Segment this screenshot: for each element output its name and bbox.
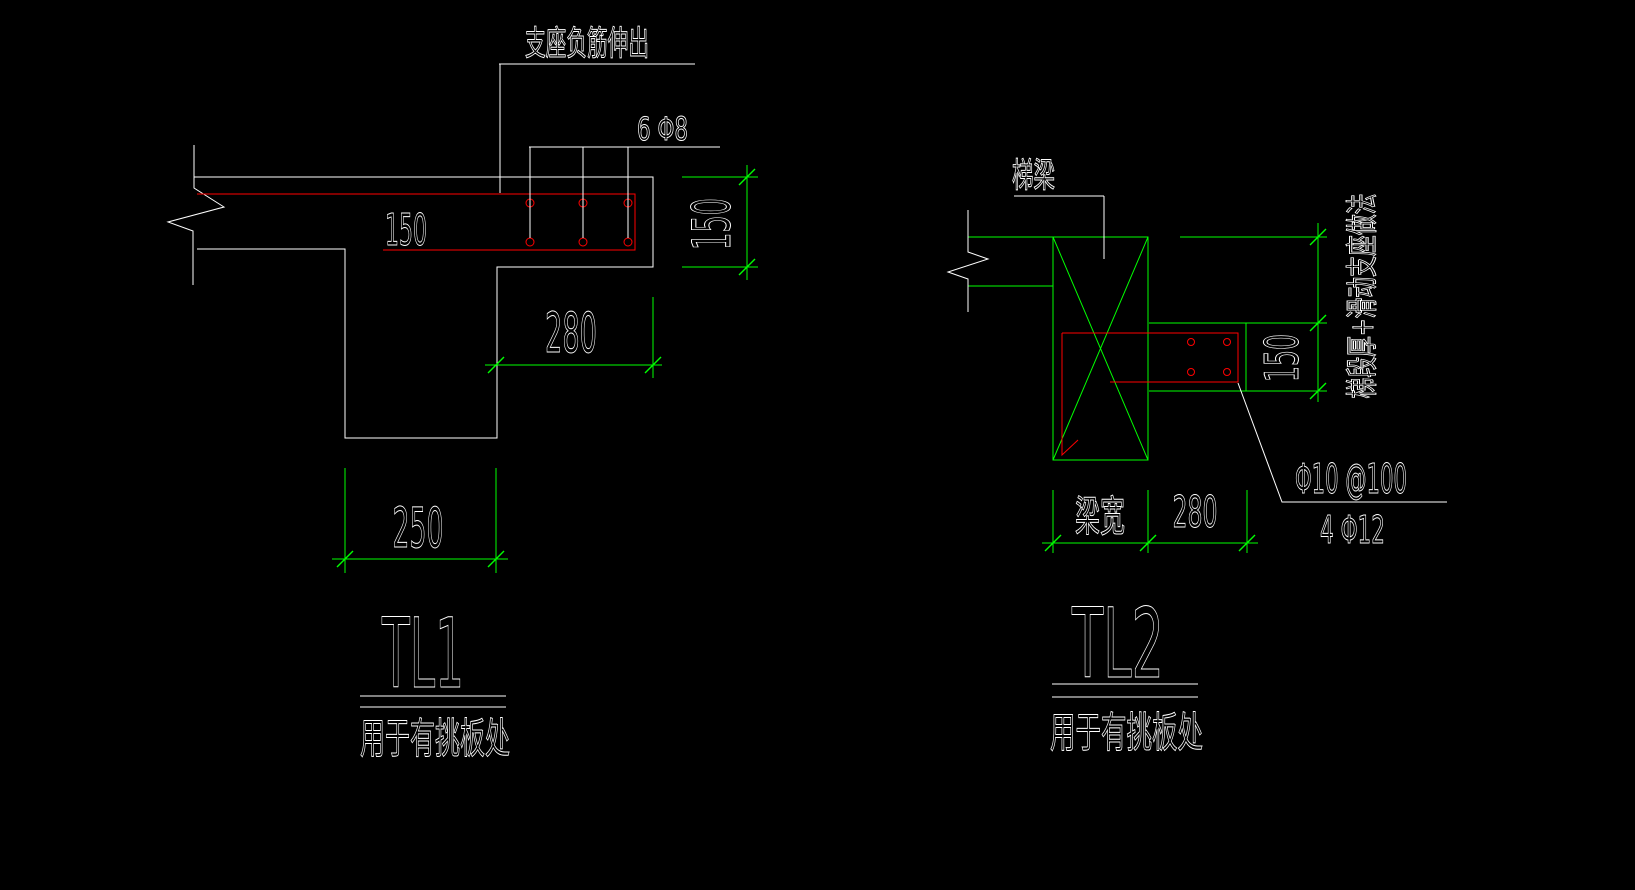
tl1-title-block: TL1 用于有挑板处: [360, 598, 511, 764]
tl1-beam-width-dim-label: 250: [393, 496, 444, 560]
tl2-break-line: [946, 210, 990, 312]
tl1-detail: 支座负筋伸出 6 Φ8 150 150 280 250 TL1 用于有挑板处: [166, 24, 758, 764]
dim-tick: [644, 356, 662, 374]
tl2-beam-width-text: 梁宽: [1075, 492, 1125, 541]
dim-tick: [1309, 228, 1327, 246]
dim-tick: [738, 258, 756, 276]
tl1-leaders: [499, 63, 720, 238]
tl2-beam-callout-leader: [1014, 195, 1105, 259]
tl1-top-callout-label: 支座负筋伸出: [525, 24, 649, 64]
dim-tick: [1044, 534, 1062, 552]
tl2-rebar-dot: [1223, 368, 1231, 376]
tl1-overhang-dim-label: 280: [545, 301, 597, 365]
tl1-edge-depth-dim-label: 150: [682, 198, 743, 250]
tl1-rebar-dot: [578, 237, 588, 247]
dim-tick: [738, 168, 756, 186]
tl2-subtitle: 用于有挑板处: [1050, 708, 1203, 757]
tl2-width-dimension: [1042, 490, 1258, 553]
dim-tick: [1238, 534, 1256, 552]
tl2-title: TL2: [1071, 588, 1164, 700]
tl2-rebar: [1061, 332, 1239, 457]
dim-tick: [1309, 314, 1327, 332]
tl2-title-block: TL2 用于有挑板处: [1050, 588, 1204, 758]
tl1-top-bars-label: 6 Φ8: [637, 110, 688, 148]
tl2-beam-geometry: [968, 223, 1327, 461]
tl2-width-dim-label: 280: [1173, 487, 1218, 538]
tl2-side-note: 梯段厚+滑动支座做法: [1343, 194, 1381, 399]
tl1-subtitle: 用于有挑板处: [360, 714, 510, 763]
tl2-rebar-bent-bar: [1061, 333, 1079, 457]
tl1-rebar-dot: [623, 237, 633, 247]
tl2-beam-callout-label: 梯梁: [1012, 156, 1055, 196]
tl1-section-outline: [194, 176, 654, 439]
dim-tick: [1309, 382, 1327, 400]
tl2-bottom-bars-label: 4 Φ12: [1320, 508, 1385, 552]
tl1-dimensions: [332, 165, 758, 573]
dim-tick: [487, 356, 505, 374]
tl2-detail: 梯梁 Φ10 @100 4 Φ12 150 梯段厚+滑动支座做法 梁宽: [946, 156, 1447, 758]
tl1-rebar-bar: [197, 193, 636, 251]
tl2-rebar-label-leader: [1237, 382, 1447, 503]
tl1-concrete-outline: [166, 145, 654, 439]
tl2-depth-dim-label: 150: [1255, 334, 1309, 382]
dim-tick: [336, 550, 354, 568]
tl2-stirrup-label: Φ10 @100: [1295, 455, 1407, 503]
tl1-slab-dim-label: 150: [385, 205, 427, 256]
tl2-rebar-dot: [1223, 338, 1231, 346]
dim-tick: [487, 550, 505, 568]
tl2-rebar-dot: [1187, 338, 1195, 346]
tl1-break-line: [166, 145, 226, 285]
tl2-beam-cross-diagonal: [1052, 236, 1149, 461]
dim-tick: [1139, 534, 1157, 552]
tl2-rebar-dot: [1187, 368, 1195, 376]
tl1-rebar-dot: [525, 237, 535, 247]
tl1-title: TL1: [382, 598, 464, 710]
tl2-rebar-section: [1062, 332, 1239, 383]
